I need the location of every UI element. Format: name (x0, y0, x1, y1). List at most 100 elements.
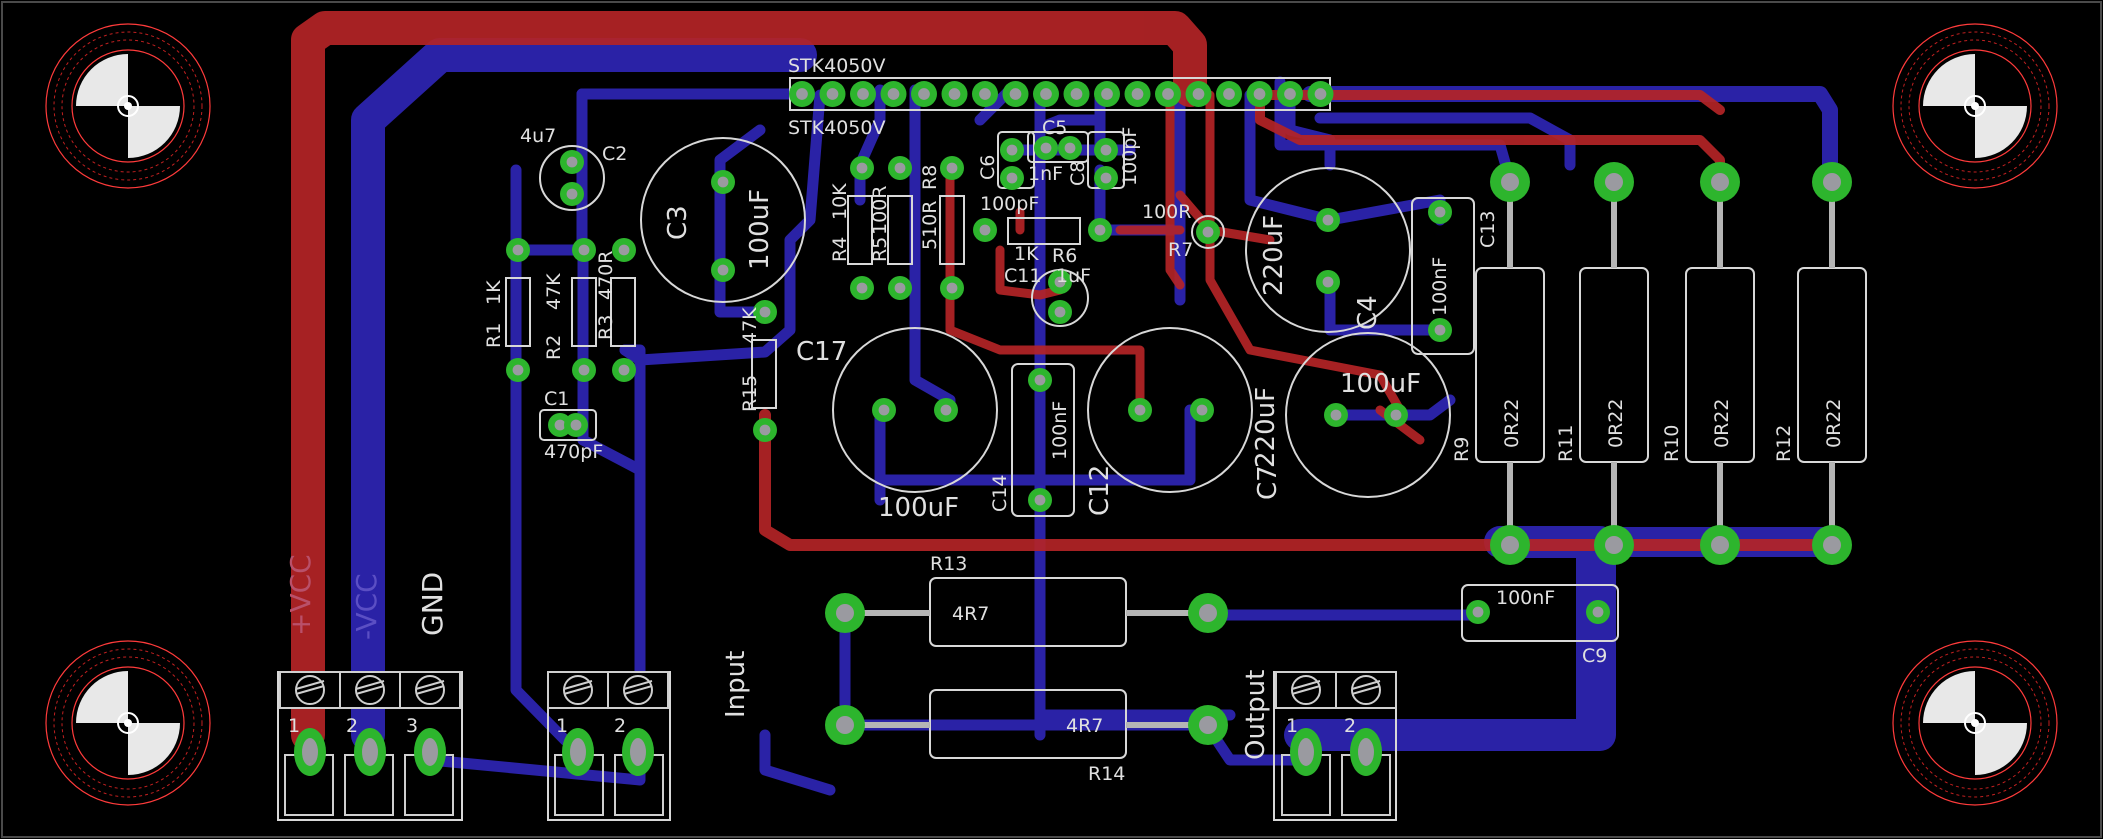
capacitor-icon (1411, 197, 1475, 355)
capacitor-icon (640, 137, 806, 303)
pad-drill (1100, 172, 1112, 184)
pad-drill (422, 738, 438, 766)
c12-name: C12 (1085, 465, 1115, 516)
pad-drill (1199, 604, 1217, 622)
capacitor-icon (539, 145, 605, 211)
pad-drill (570, 419, 582, 431)
r7-name: R7 (1168, 239, 1193, 261)
pin-1: 1 (556, 715, 568, 737)
pad-drill (1501, 173, 1519, 191)
r1-name: R1 (483, 323, 505, 348)
pad-drill (1605, 536, 1623, 554)
r9-value: 0R22 (1501, 399, 1523, 448)
pad-drill (1434, 206, 1446, 218)
r13-value: 4R7 (952, 603, 989, 625)
pad-drill (979, 88, 991, 100)
labels: STK4050V STK4050V 4u7 C2 C3 100uF R1 1K … (284, 55, 1845, 785)
capacitor-icon (1011, 363, 1075, 517)
pad-drill (1006, 172, 1018, 184)
pin-3: 3 (406, 715, 418, 737)
pad-drill (1196, 404, 1208, 416)
pad-drill (1054, 306, 1066, 318)
r15-name: R15 (739, 375, 761, 412)
pad-drill (759, 306, 771, 318)
pad-drill (1605, 173, 1623, 191)
pad-drill (1040, 142, 1052, 154)
screw-terminal-icon (547, 671, 609, 709)
r3-value: 470R (595, 251, 617, 300)
pad-drill (1040, 88, 1052, 100)
pad-drill (1711, 173, 1729, 191)
resistor-icon (1191, 215, 1225, 249)
pad-drill (578, 244, 590, 256)
pad-drill (630, 738, 646, 766)
pad-drill (856, 162, 868, 174)
pad-drill (979, 224, 991, 236)
r5-value: 100R (869, 186, 891, 235)
pin-1: 1 (1286, 715, 1298, 737)
c3-name: C3 (663, 205, 693, 240)
input-label: Input (721, 651, 751, 718)
capacitor-icon (832, 327, 998, 493)
pin-1: 1 (288, 715, 300, 737)
pin-2: 2 (614, 715, 626, 737)
r10-value: 0R22 (1711, 399, 1733, 448)
c9-value: 100nF (1496, 587, 1555, 609)
r15-value: 47K (739, 307, 761, 344)
pad-drill (946, 282, 958, 294)
pad-drill (1358, 738, 1374, 766)
c7-name: C7 (1253, 465, 1283, 500)
pad-drill (1472, 606, 1484, 618)
resistor-icon (610, 277, 636, 347)
pad-drill (1253, 88, 1266, 100)
c2-name: C2 (602, 143, 627, 165)
c13-value: 100nF (1429, 257, 1451, 316)
pad-drill (887, 88, 900, 100)
pad-drill (1314, 88, 1327, 100)
c4-value: 220uF (1259, 215, 1289, 296)
c8-name: C8 (1067, 161, 1089, 186)
pad-drill (717, 264, 729, 276)
r8-value: 510R (919, 201, 941, 250)
pad-drill (759, 424, 771, 436)
pad-drill (1034, 374, 1046, 386)
c3-value: 100uF (745, 189, 775, 270)
r12-name: R12 (1773, 425, 1795, 462)
resistor-icon (887, 195, 913, 265)
pads (294, 81, 1852, 776)
resistor-icon (847, 195, 873, 265)
c5-name: C5 (1042, 117, 1067, 139)
pad-drill (570, 738, 586, 766)
capacitor-icon (539, 409, 597, 441)
r2-name: R2 (543, 335, 565, 360)
c4-name: C4 (1353, 295, 1383, 330)
r4-name: R4 (829, 237, 851, 262)
pad-drill (940, 404, 952, 416)
r6-value: 1K (1014, 243, 1039, 265)
pad-drill (1054, 276, 1066, 288)
pad-drill (1298, 738, 1314, 766)
screw-terminal-icon (399, 671, 461, 709)
r12-value: 0R22 (1823, 399, 1845, 448)
pad-drill (1006, 144, 1018, 156)
pad-drill (836, 604, 854, 622)
pad-drill (796, 88, 808, 100)
capacitor-icon (1087, 327, 1253, 493)
r14-value: 4R7 (1066, 715, 1103, 737)
pad-drill (918, 88, 930, 100)
c1-value: 470pF (544, 441, 603, 463)
screw-terminal-icon (1335, 671, 1397, 709)
pad-drill (1592, 606, 1604, 618)
pad-drill (618, 364, 630, 376)
screw-terminal-icon (1275, 671, 1337, 709)
pad-drill (946, 162, 958, 174)
pad-drill (512, 244, 524, 256)
pad-drill (578, 364, 590, 376)
pad-drill (1034, 494, 1046, 506)
r10-name: R10 (1661, 425, 1683, 462)
pad-drill (1322, 276, 1334, 288)
pad-drill (1134, 404, 1146, 416)
pad-drill (512, 364, 524, 376)
c6-name: C6 (977, 155, 999, 180)
screw-terminal-icon (607, 671, 669, 709)
